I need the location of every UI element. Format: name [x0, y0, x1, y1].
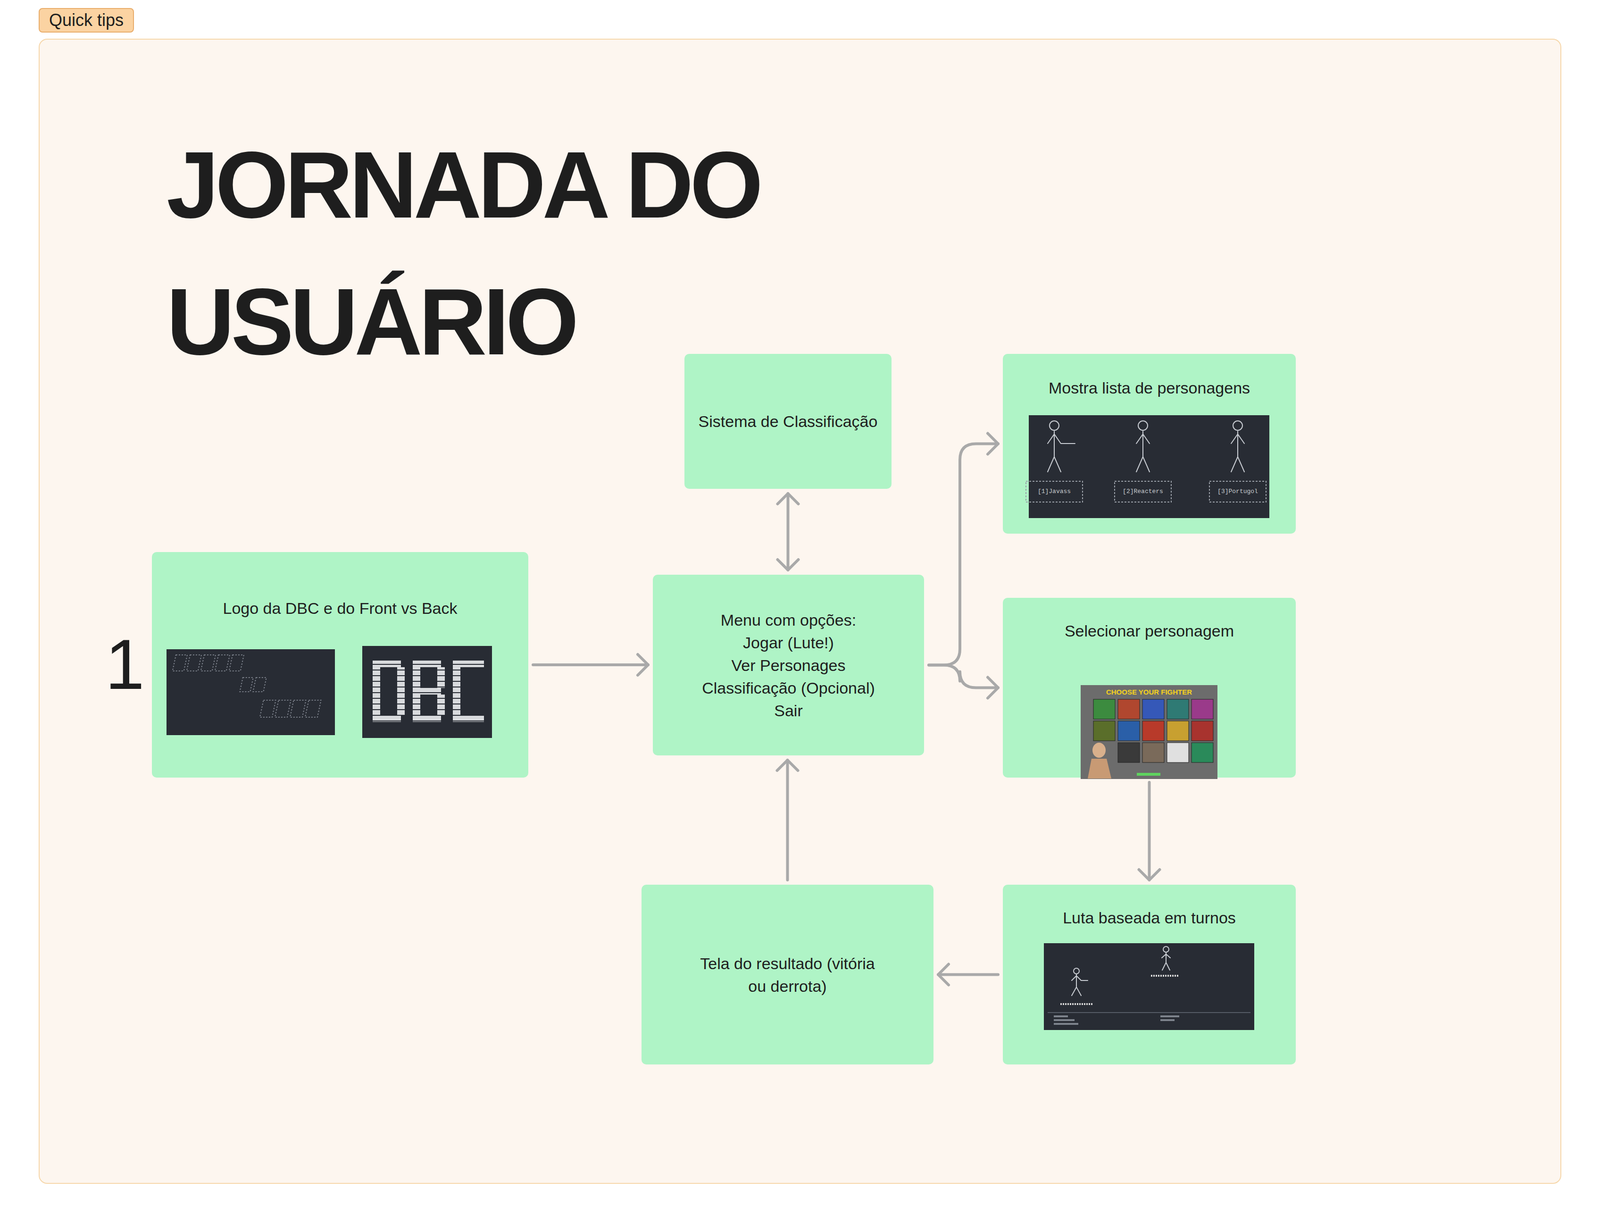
character-list-screen	[1025, 415, 1270, 518]
connector	[938, 964, 999, 985]
box-text: Logo da DBC e do Front vs Back	[222, 596, 458, 620]
arrow-head	[1139, 869, 1160, 880]
box-text: Selecionar personagem	[1064, 619, 1234, 642]
arrow-head	[637, 654, 649, 675]
process-box: Selecionar personagem	[1002, 597, 1296, 778]
process-box: Logo da DBC e do Front vs Back	[151, 551, 529, 778]
screen-text: CHOOSE YOUR FIGHTER	[1106, 687, 1192, 697]
connector	[777, 759, 799, 880]
arrow-head	[987, 433, 999, 455]
screen-text: [3]Portugol	[1217, 487, 1259, 496]
screen-text: [1]Javass	[1037, 487, 1071, 496]
arrow-head	[777, 759, 799, 771]
box-text: Classificação (Opcional)	[701, 676, 875, 700]
connector	[928, 433, 999, 666]
arrow-head	[987, 677, 999, 699]
box-text: Menu com opções:	[720, 608, 857, 632]
connector-line	[928, 443, 999, 666]
connector-line	[786, 493, 790, 570]
box-text: Jogar (Lute!)	[742, 631, 834, 654]
connector	[928, 665, 999, 699]
connector	[533, 654, 649, 675]
connector-line	[1148, 782, 1151, 880]
box-text: Mostra lista de personagens	[1048, 376, 1250, 400]
box-text: Sistema de Classificação	[698, 409, 878, 433]
diagram-title: JORNADA DO USUÁRIO	[166, 116, 875, 391]
connector-line	[533, 663, 649, 667]
arrow-head	[938, 964, 949, 985]
connector-line	[938, 973, 999, 976]
callout-number: 1	[105, 628, 145, 700]
screen-text: [2]Reacters	[1122, 487, 1164, 496]
connector-line	[786, 759, 790, 880]
fight-screen	[1043, 942, 1255, 1030]
box-text: Tela do resultado (vitória ou derrota)	[695, 951, 880, 998]
process-box: Sistema de Classificação	[684, 353, 892, 489]
dbc-logo	[362, 645, 492, 738]
box-text: Luta baseada em turnos	[1062, 906, 1236, 929]
process-box: Tela do resultado (vitória ou derrota)	[641, 884, 934, 1065]
box-text: Ver Personages	[731, 653, 846, 677]
connector	[777, 493, 799, 570]
connector	[1139, 782, 1160, 880]
frame-tag: Quick tips	[38, 8, 134, 33]
arrow-head	[777, 493, 799, 504]
process-box: Mostra lista de personagens	[1002, 353, 1296, 534]
arrow-head	[777, 559, 799, 570]
process-box: Menu com opções:Jogar (Lute!)Ver Persona…	[652, 574, 925, 756]
box-text: Sair	[774, 699, 803, 722]
fighter-select-screen	[1080, 684, 1218, 779]
process-box: Luta baseada em turnos	[1002, 884, 1296, 1065]
front-vs-back-logo	[162, 649, 335, 735]
